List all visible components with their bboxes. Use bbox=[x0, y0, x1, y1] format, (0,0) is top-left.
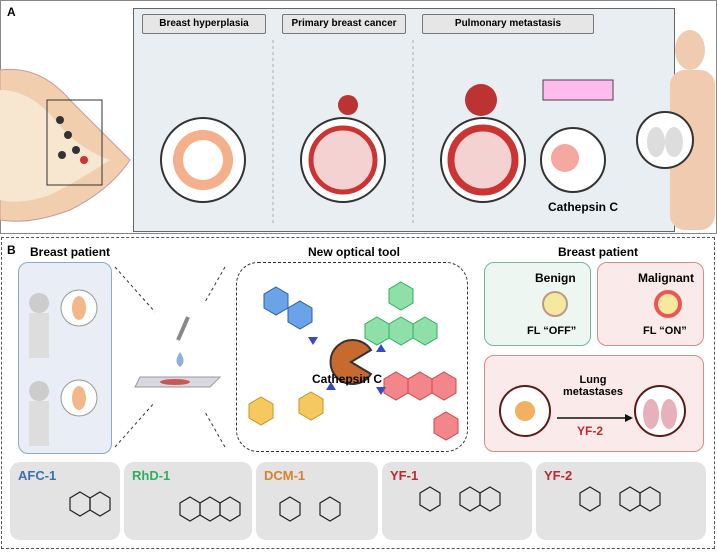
human-lungs-illustration bbox=[636, 30, 715, 230]
lung-probe-label: YF-2 bbox=[577, 424, 604, 438]
panel-a-label: A bbox=[7, 5, 16, 19]
duct-primary bbox=[300, 117, 386, 203]
probe-dcm-1: DCM-1 bbox=[256, 462, 378, 540]
chemical-structures bbox=[69, 486, 661, 522]
benign-title: Benign bbox=[535, 271, 576, 285]
stage-illustrations bbox=[160, 40, 614, 225]
panel-b: B bbox=[1, 237, 715, 549]
probe-structures bbox=[248, 281, 459, 441]
patient-figures bbox=[29, 289, 98, 446]
blood-vessel bbox=[542, 79, 614, 101]
red-fluorophore bbox=[383, 371, 459, 441]
right-title: Breast patient bbox=[558, 245, 639, 259]
zoom-region bbox=[46, 99, 103, 186]
cathepsin-c-pacman bbox=[329, 339, 373, 385]
patient-panel bbox=[18, 262, 112, 454]
malignant-title: Malignant bbox=[638, 271, 694, 285]
stage-header-1: Breast hyperplasia bbox=[142, 14, 266, 34]
lungs-zoom bbox=[636, 111, 694, 169]
tumor-mass-large bbox=[465, 84, 497, 116]
blue-fluorophore bbox=[263, 286, 313, 330]
panel-b-label: B bbox=[7, 243, 16, 257]
stage-header-2: Primary breast cancer bbox=[282, 14, 406, 34]
malignant-lesion bbox=[654, 290, 682, 318]
breast-illustration bbox=[0, 68, 131, 222]
sample-slide bbox=[114, 266, 226, 448]
malignant-card: Malignant FL “ON” bbox=[597, 262, 704, 346]
probe-name: AFC-1 bbox=[18, 468, 57, 483]
probe-name: YF-2 bbox=[544, 468, 573, 483]
optical-tool-panel bbox=[236, 262, 468, 452]
tumor-mass bbox=[338, 95, 358, 115]
probe-rhd-1: RhD-1 bbox=[124, 462, 252, 540]
lung-metastases-graphic bbox=[499, 385, 686, 437]
lung-metastases-label: Lung metastases bbox=[563, 374, 623, 398]
benign-card: Benign FL “OFF” bbox=[484, 262, 591, 346]
center-title: New optical tool bbox=[308, 245, 401, 259]
probe-name: YF-1 bbox=[390, 468, 419, 483]
probe-yf-2: YF-2 bbox=[536, 462, 706, 540]
cathepsin-c-label-a: Cathepsin C bbox=[548, 200, 619, 214]
probe-afc-1: AFC-1 bbox=[10, 462, 120, 540]
malignant-signal: FL “ON” bbox=[643, 325, 687, 337]
probe-name: DCM-1 bbox=[264, 468, 306, 483]
yellow-fluorophore bbox=[248, 391, 324, 426]
lung-metastases-card: Lung metastases YF-2 bbox=[484, 355, 704, 452]
benign-lesion bbox=[542, 291, 568, 317]
cathepsin-c-label-b: Cathepsin C bbox=[312, 372, 383, 386]
probe-name: RhD-1 bbox=[132, 468, 171, 483]
duct-hyperplasia bbox=[160, 117, 246, 203]
probe-yf-1: YF-1 bbox=[382, 462, 532, 540]
duct-metastasis bbox=[440, 117, 526, 203]
stage-header-3: Pulmonary metastasis bbox=[422, 14, 594, 34]
green-fluorophore bbox=[364, 281, 438, 346]
benign-signal: FL “OFF” bbox=[527, 325, 577, 337]
left-title: Breast patient bbox=[30, 245, 111, 259]
